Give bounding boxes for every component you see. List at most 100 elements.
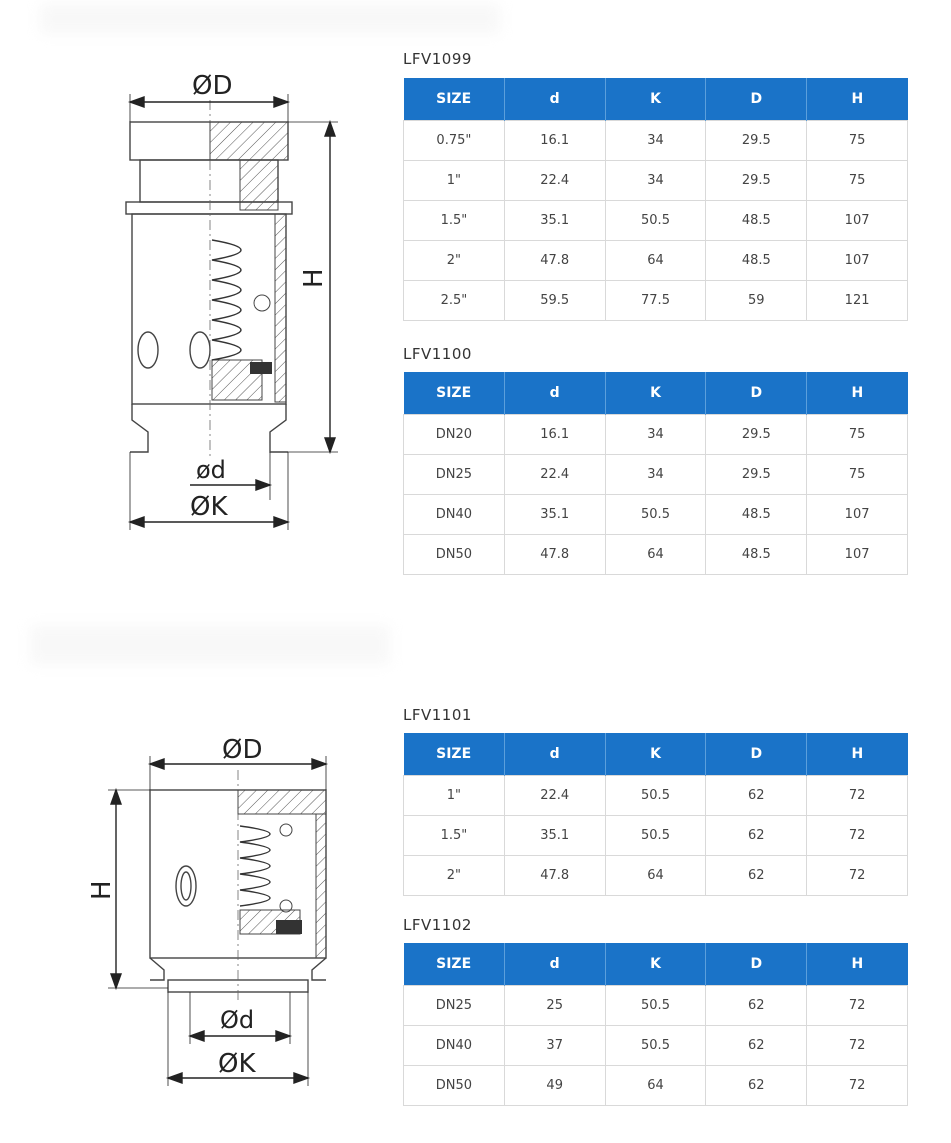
header-cell: D xyxy=(705,78,808,121)
header-cell: d xyxy=(504,733,606,776)
dim-label-d: ød xyxy=(196,456,226,484)
table-cell: 77.5 xyxy=(604,280,707,321)
table-cell: 35.1 xyxy=(503,815,606,856)
table-cell: 75 xyxy=(806,414,908,455)
header-cell: SIZE xyxy=(403,943,505,986)
table-cell: 1" xyxy=(403,775,505,816)
table-cell: 34 xyxy=(604,160,707,201)
dim-label-K: ØK xyxy=(190,492,228,522)
table-cell: 107 xyxy=(806,534,908,575)
table-cell: 50.5 xyxy=(604,1025,707,1066)
table-cell: 62 xyxy=(705,775,808,816)
table-cell: 22.4 xyxy=(503,454,606,495)
table-cell: 62 xyxy=(705,985,808,1026)
table-row: 2.5" 59.5 77.5 59 121 xyxy=(403,280,908,321)
header-cell: K xyxy=(605,733,707,776)
table-cell: 62 xyxy=(705,855,808,896)
model-title: LFV1102 xyxy=(403,916,472,934)
table-row: DN50 49 64 62 72 xyxy=(403,1065,908,1106)
table-cell: 62 xyxy=(705,815,808,856)
header-cell: K xyxy=(605,372,707,415)
dim-label-D: ØD xyxy=(192,71,233,101)
table-cell: 47.8 xyxy=(503,240,606,281)
table-cell: 16.1 xyxy=(503,414,606,455)
table-row: 1.5" 35.1 50.5 48.5 107 xyxy=(403,200,908,241)
table-cell: 34 xyxy=(604,120,707,161)
table-cell: 59 xyxy=(705,280,808,321)
table-cell: 49 xyxy=(503,1065,606,1106)
table-row: 2" 47.8 64 48.5 107 xyxy=(403,240,908,281)
table-cell: 75 xyxy=(806,160,908,201)
dim-label-K: ØK xyxy=(218,1049,256,1079)
table-cell: 72 xyxy=(806,1025,908,1066)
valve-drawing-bottom: ØD H Ød ØK xyxy=(90,735,329,1086)
table-cell: 50.5 xyxy=(604,985,707,1026)
spec-block-lfv1100: LFV1100 SIZE d K D H DN20 16.1 34 29.5 7… xyxy=(403,343,908,575)
dim-label-d: Ød xyxy=(220,1006,254,1034)
table-cell: 35.1 xyxy=(503,494,606,535)
table-cell: 72 xyxy=(806,855,908,896)
spec-table: SIZE d K D H 1" 22.4 50.5 62 72 1.5" 35.… xyxy=(403,733,908,896)
table-cell: 37 xyxy=(503,1025,606,1066)
table-cell: DN50 xyxy=(403,534,505,575)
table-cell: DN40 xyxy=(403,1025,505,1066)
table-row: DN20 16.1 34 29.5 75 xyxy=(403,414,908,455)
header-cell: SIZE xyxy=(403,733,505,776)
table-row: DN40 35.1 50.5 48.5 107 xyxy=(403,494,908,535)
table-cell: 29.5 xyxy=(705,454,808,495)
spec-table: SIZE d K D H DN25 25 50.5 62 72 DN40 37 … xyxy=(403,943,908,1106)
table-cell: 2" xyxy=(403,240,505,281)
table-cell: 48.5 xyxy=(705,534,808,575)
header-cell: H xyxy=(806,733,908,776)
table-cell: 72 xyxy=(806,775,908,816)
table-cell: 75 xyxy=(806,120,908,161)
header-row: SIZE d K D H xyxy=(403,372,908,415)
table-cell: 29.5 xyxy=(705,120,808,161)
table-cell: 62 xyxy=(705,1065,808,1106)
spec-block-lfv1099: LFV1099 SIZE d K D H 0.75" 16.1 34 29.5 … xyxy=(403,48,908,321)
table-cell: 1" xyxy=(403,160,505,201)
header-row: SIZE d K D H xyxy=(403,943,908,986)
table-cell: 50.5 xyxy=(604,494,707,535)
table-cell: 2" xyxy=(403,855,505,896)
table-cell: 48.5 xyxy=(705,240,808,281)
spec-table: SIZE d K D H DN20 16.1 34 29.5 75 DN25 2… xyxy=(403,372,908,575)
header-cell: K xyxy=(605,78,707,121)
dim-label-H: H xyxy=(299,268,329,288)
table-row: 2" 47.8 64 62 72 xyxy=(403,855,908,896)
header-row: SIZE d K D H xyxy=(403,733,908,776)
table-cell: DN25 xyxy=(403,985,505,1026)
table-cell: 0.75" xyxy=(403,120,505,161)
table-row: DN40 37 50.5 62 72 xyxy=(403,1025,908,1066)
table-cell: 25 xyxy=(503,985,606,1026)
header-cell: D xyxy=(705,733,808,776)
header-cell: H xyxy=(806,372,908,415)
table-row: DN25 25 50.5 62 72 xyxy=(403,985,908,1026)
table-cell: DN20 xyxy=(403,414,505,455)
table-cell: 72 xyxy=(806,815,908,856)
valve-drawing-top: ØD H ød ØK xyxy=(125,71,338,530)
table-cell: 34 xyxy=(604,414,707,455)
table-cell: 50.5 xyxy=(604,775,707,816)
table-cell: 29.5 xyxy=(705,414,808,455)
table-cell: 64 xyxy=(604,240,707,281)
dim-label-D: ØD xyxy=(222,735,263,765)
table-cell: 22.4 xyxy=(503,160,606,201)
table-cell: 64 xyxy=(604,1065,707,1106)
table-cell: DN40 xyxy=(403,494,505,535)
model-title: LFV1100 xyxy=(403,345,472,363)
table-cell: 50.5 xyxy=(604,815,707,856)
faded-heading-top xyxy=(40,4,500,34)
header-cell: D xyxy=(705,943,808,986)
header-cell: H xyxy=(806,943,908,986)
spec-table: SIZE d K D H 0.75" 16.1 34 29.5 75 1" 22… xyxy=(403,78,908,321)
table-cell: 35.1 xyxy=(503,200,606,241)
table-cell: 22.4 xyxy=(503,775,606,816)
table-cell: 75 xyxy=(806,454,908,495)
spec-block-lfv1101: LFV1101 SIZE d K D H 1" 22.4 50.5 62 72 … xyxy=(403,704,908,896)
table-cell: 107 xyxy=(806,200,908,241)
header-cell: d xyxy=(504,78,606,121)
faded-heading-middle xyxy=(30,625,390,665)
table-cell: 34 xyxy=(604,454,707,495)
table-cell: 64 xyxy=(604,855,707,896)
